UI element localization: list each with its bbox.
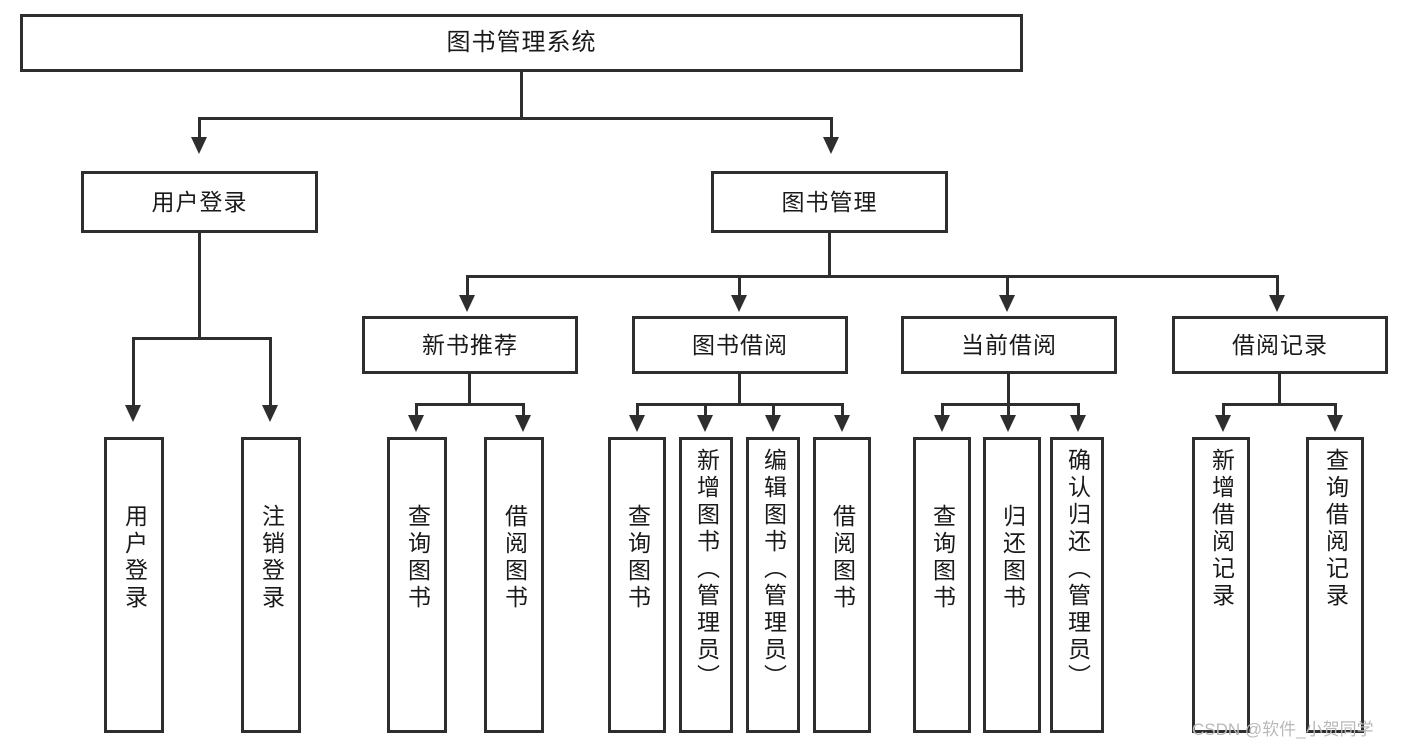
connector-currentborrow-bus: [941, 403, 1080, 406]
node-label: 编辑图书（管理员）: [760, 448, 787, 691]
node-label: 用户登录: [121, 504, 148, 612]
node-label: 新增图书（管理员）: [693, 448, 720, 691]
leaf-bookborrow-add-book[interactable]: 新增图书（管理员）: [679, 437, 733, 733]
arrow-bookmgmt-to-new: [459, 295, 475, 312]
leaf-newbook-borrow-book[interactable]: 借阅图书: [484, 437, 544, 733]
node-label: 查询借阅记录: [1322, 448, 1349, 610]
node-borrow-record[interactable]: 借阅记录: [1172, 316, 1388, 374]
connector-bookmgmt-stem: [828, 233, 831, 278]
connector-bookborrow-c4: [841, 403, 844, 417]
node-book-management[interactable]: 图书管理: [711, 171, 948, 233]
node-label: 用户登录: [151, 188, 248, 215]
connector-bookborrow-bus: [636, 403, 844, 406]
connector-record-left: [1222, 403, 1225, 417]
node-label: 归还图书: [999, 504, 1026, 612]
arrow-bookborrow-to-lend: [834, 415, 850, 432]
connector-record-bus: [1222, 403, 1337, 406]
connector-root-to-bookmgmt: [830, 117, 833, 139]
node-label: 借阅记录: [1232, 331, 1328, 358]
watermark-text: CSDN @软件_小贺同学: [1192, 720, 1374, 739]
arrow-record-to-query: [1327, 415, 1343, 432]
leaf-bookborrow-query-book[interactable]: 查询图书: [608, 437, 666, 733]
leaf-user-login[interactable]: 用户登录: [104, 437, 164, 733]
arrow-record-to-add: [1215, 415, 1231, 432]
connector-currentborrow-c1: [941, 403, 944, 417]
node-label: 借阅图书: [501, 504, 528, 612]
connector-currentborrow-c3: [1077, 403, 1080, 417]
node-root-system[interactable]: 图书管理系统: [20, 14, 1023, 72]
arrow-login-to-userlogin: [125, 405, 141, 422]
node-label: 查询图书: [404, 504, 431, 612]
arrow-bookborrow-to-add: [697, 415, 713, 432]
node-label: 图书管理: [781, 188, 878, 215]
node-label: 新书推荐: [422, 331, 518, 358]
connector-bookborrow-c2: [704, 403, 707, 417]
node-label: 查询图书: [624, 504, 651, 612]
node-label: 当前借阅: [961, 331, 1057, 358]
leaf-current-return-book[interactable]: 归还图书: [983, 437, 1041, 733]
arrow-login-to-logout: [262, 405, 278, 422]
arrow-currentborrow-to-confirm: [1070, 415, 1086, 432]
connector-login-right: [269, 337, 272, 407]
connector-bookborrow-stem: [738, 374, 741, 406]
node-label: 图书借阅: [692, 331, 788, 358]
arrow-bookmgmt-to-current: [999, 295, 1015, 312]
arrow-root-to-bookmgmt: [823, 137, 839, 154]
arrow-bookborrow-to-edit: [765, 415, 781, 432]
leaf-current-query-book[interactable]: 查询图书: [913, 437, 971, 733]
arrow-currentborrow-to-query: [934, 415, 950, 432]
connector-record-stem: [1278, 374, 1281, 406]
node-current-borrow[interactable]: 当前借阅: [901, 316, 1117, 374]
connector-bookmgmt-bus: [466, 275, 1278, 278]
connector-currentborrow-stem: [1007, 374, 1010, 406]
node-label: 查询图书: [929, 504, 956, 612]
connector-newbook-bus: [415, 403, 525, 406]
connector-root-stem: [520, 72, 523, 117]
leaf-newbook-query-book[interactable]: 查询图书: [387, 437, 447, 733]
node-label: 新增借阅记录: [1208, 448, 1235, 610]
arrow-bookmgmt-to-record: [1269, 295, 1285, 312]
leaf-record-add[interactable]: 新增借阅记录: [1192, 437, 1250, 733]
leaf-record-query[interactable]: 查询借阅记录: [1306, 437, 1364, 733]
connector-currentborrow-c2: [1007, 403, 1010, 417]
arrow-newbook-to-borrow: [515, 415, 531, 432]
connector-bookmgmt-to-borrow: [738, 275, 741, 297]
leaf-current-confirm-return[interactable]: 确认归还（管理员）: [1050, 437, 1104, 733]
arrow-bookborrow-to-query: [629, 415, 645, 432]
connector-login-stem: [198, 233, 201, 339]
arrow-newbook-to-query: [408, 415, 424, 432]
node-label: 借阅图书: [829, 504, 856, 612]
node-label: 确认归还（管理员）: [1064, 448, 1091, 691]
connector-bookmgmt-to-current: [1006, 275, 1009, 297]
connector-newbook-left: [415, 403, 418, 417]
node-book-borrow[interactable]: 图书借阅: [632, 316, 848, 374]
arrow-root-to-login: [191, 137, 207, 154]
connector-login-left: [132, 337, 135, 407]
leaf-bookborrow-edit-book[interactable]: 编辑图书（管理员）: [746, 437, 800, 733]
node-new-book-recommend[interactable]: 新书推荐: [362, 316, 578, 374]
connector-login-bus: [132, 337, 272, 340]
connector-bookmgmt-to-record: [1276, 275, 1279, 297]
node-label: 图书管理系统: [446, 29, 597, 57]
connector-newbook-stem: [468, 374, 471, 406]
connector-bookborrow-c1: [636, 403, 639, 417]
connector-bookborrow-c3: [772, 403, 775, 417]
node-label: 注销登录: [258, 504, 285, 612]
connector-newbook-right: [522, 403, 525, 417]
leaf-bookborrow-lend-book[interactable]: 借阅图书: [813, 437, 871, 733]
arrow-bookmgmt-to-borrow: [731, 295, 747, 312]
connector-root-bus: [198, 117, 833, 120]
connector-bookmgmt-to-new: [466, 275, 469, 297]
connector-root-to-login: [198, 117, 201, 139]
leaf-logout[interactable]: 注销登录: [241, 437, 301, 733]
node-user-login[interactable]: 用户登录: [81, 171, 318, 233]
arrow-currentborrow-to-return: [1000, 415, 1016, 432]
connector-record-right: [1334, 403, 1337, 417]
